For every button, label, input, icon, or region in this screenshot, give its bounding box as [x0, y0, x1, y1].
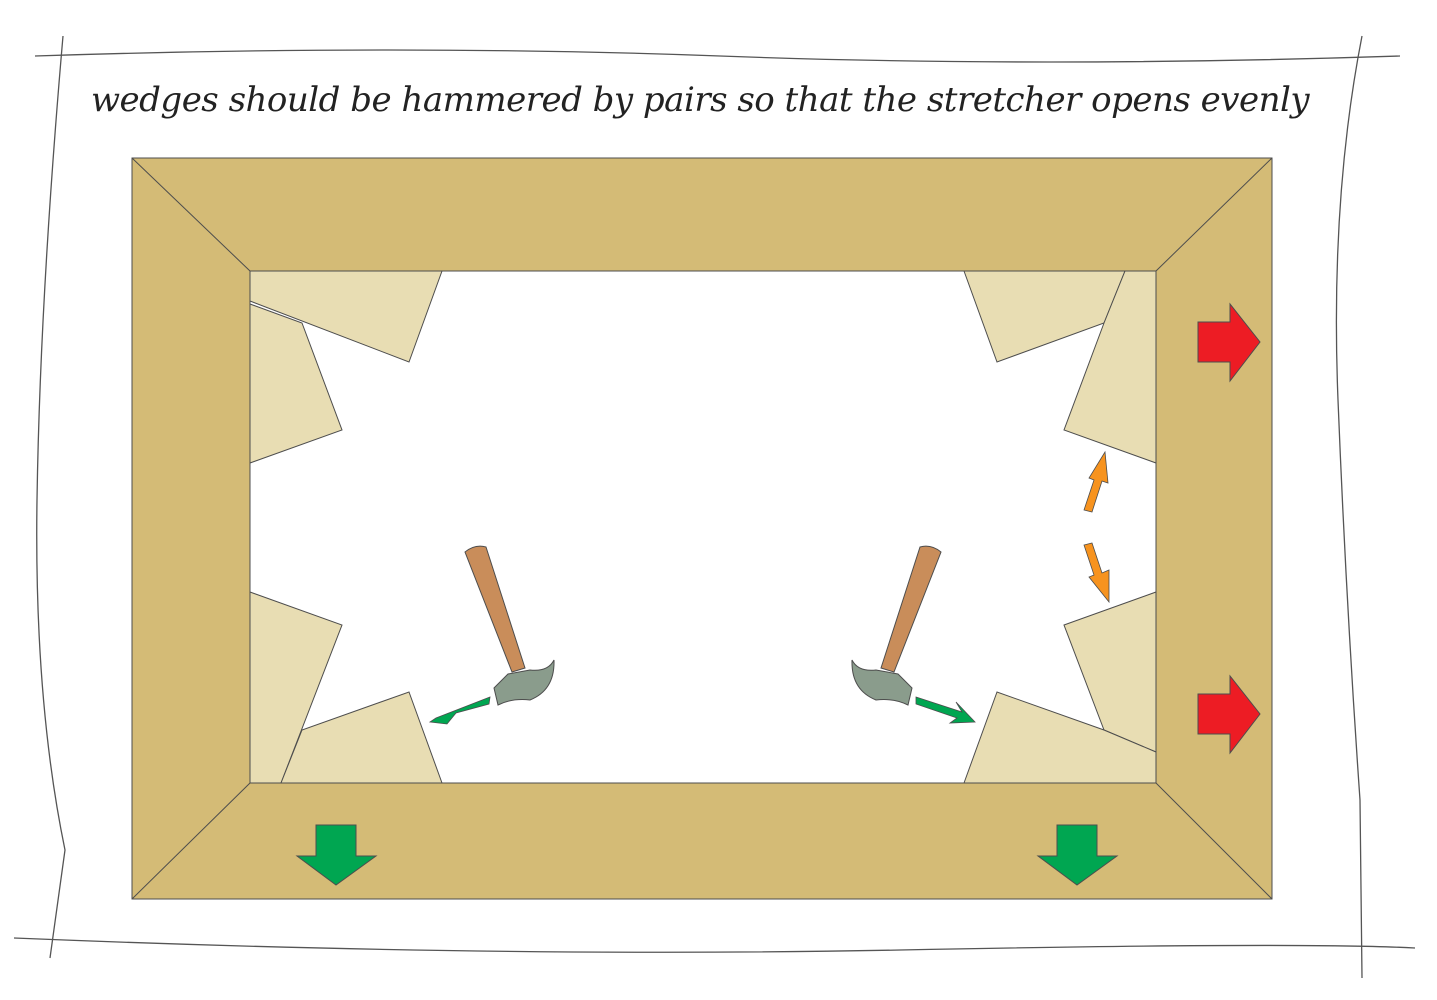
border-left — [36, 35, 66, 959]
wedge-top-left-horizontal — [249, 270, 443, 363]
border-right — [1335, 35, 1363, 979]
sketch-border — [13, 35, 1416, 979]
border-top — [34, 49, 1401, 63]
miter-joint — [131, 157, 251, 272]
miter-joint — [1155, 782, 1273, 900]
hammer-handle — [880, 545, 942, 673]
arrow-down-icon — [295, 824, 378, 886]
hammer-head — [851, 659, 913, 706]
arrow-up-icon — [1083, 450, 1109, 513]
miter-joint — [131, 782, 251, 900]
wedge-top-left-vertical — [249, 303, 343, 464]
arrow-down-icon — [1036, 824, 1119, 886]
diagram-title: wedges should be hammered by pairs so th… — [90, 80, 1310, 120]
arrow-right-icon — [1197, 674, 1261, 755]
green-down-arrows — [295, 824, 1119, 886]
orange-arrows — [1083, 450, 1110, 604]
wedge-top-right-vertical — [1063, 270, 1157, 464]
arrow-icon — [915, 696, 976, 724]
hammer-handle — [464, 545, 526, 673]
hammer-left — [428, 545, 555, 725]
wedge-bottom-right-horizontal — [963, 691, 1157, 784]
arrow-icon — [428, 696, 491, 725]
border-bottom — [13, 937, 1416, 953]
hammer-right — [851, 545, 976, 724]
frame-bars — [131, 157, 1273, 900]
hammer-head — [493, 659, 555, 706]
arrow-down-icon — [1083, 542, 1110, 604]
miter-joint — [1155, 157, 1273, 272]
wedges — [249, 270, 1157, 784]
red-arrows — [1197, 302, 1261, 755]
arrow-right-icon — [1197, 302, 1261, 383]
wedge-bottom-left-horizontal — [280, 691, 443, 784]
stretcher-frame — [131, 157, 1273, 900]
